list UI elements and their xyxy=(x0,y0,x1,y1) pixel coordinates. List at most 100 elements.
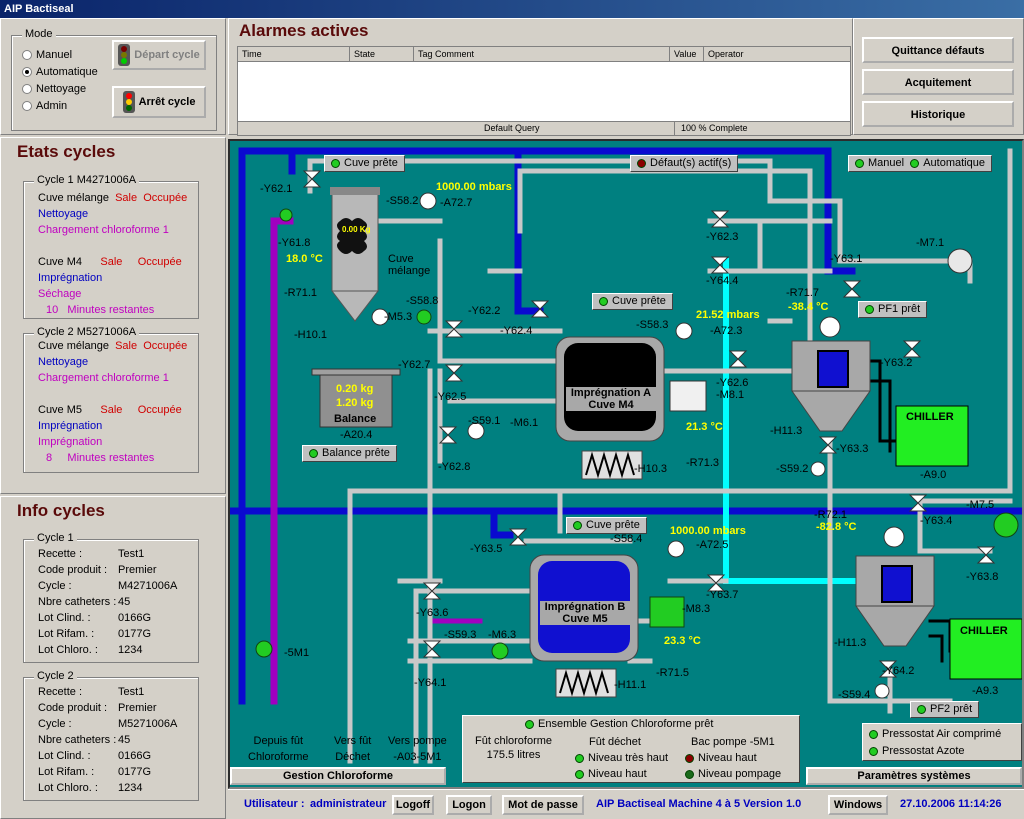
vers-fut-l2: Déchet xyxy=(335,751,371,763)
alarm-table[interactable]: Time State Tag Comment Value Operator De… xyxy=(237,46,851,136)
vers-fut-l1: Vers fût xyxy=(334,735,372,747)
instrument-tag: -Y63.8 xyxy=(966,571,999,583)
historique-button[interactable]: Historique xyxy=(862,101,1014,127)
mode-legend: Mode xyxy=(22,28,56,40)
etat-cycle1-content: Cuve mélange Sale Occupée Nettoyage Char… xyxy=(38,190,208,318)
c1-m4-occupee: Occupée xyxy=(137,256,182,268)
instrument-tag: -M7.5 xyxy=(966,499,995,511)
alarm-query: Default Query xyxy=(484,123,540,133)
c2-occupee: Occupée xyxy=(143,340,188,352)
col-operator[interactable]: Operator xyxy=(708,49,744,59)
impregnation-a-title: Imprégnation A xyxy=(570,387,652,399)
instrument-tag: -R71.3 xyxy=(686,457,720,469)
info-row: Lot Clind. : 0166G xyxy=(38,610,198,626)
instrument-tag: -Y64.4 xyxy=(706,275,739,287)
mode-radio-3[interactable]: Admin xyxy=(22,97,98,114)
instrument-tag: -M6.3 xyxy=(488,629,517,641)
logon-button[interactable]: Logon xyxy=(446,795,492,815)
instrument-tag: -5M1 xyxy=(284,647,310,659)
instrument-tag: -Y63.4 xyxy=(920,515,953,527)
info-row: Cycle :M5271006A xyxy=(38,716,198,732)
mode-radio-1[interactable]: Automatique xyxy=(22,63,98,80)
info-value: 0166G xyxy=(118,612,152,624)
instrument-tag: -Y62.1 xyxy=(260,183,293,195)
instrument-tag: -S59.1 xyxy=(468,415,501,427)
temp-r71-3: 21.3 °C xyxy=(686,421,723,433)
c1-minutes: 10 xyxy=(46,304,59,316)
c2-cuve-melange: Cuve mélange xyxy=(38,340,109,352)
depart-cycle-button[interactable]: Départ cycle xyxy=(112,40,206,70)
instrument-tag: -Y62.5 xyxy=(434,391,467,403)
c1-chargement: Chargement chloroforme 1 xyxy=(38,224,169,236)
info-row: Cycle :M4271006A xyxy=(38,578,198,594)
info-key: Recette : xyxy=(38,548,83,560)
arret-cycle-label: Arrêt cycle xyxy=(138,96,196,108)
gestion-chloroforme-button[interactable]: Gestion Chloroforme xyxy=(230,767,446,785)
mixing-tank xyxy=(330,187,380,322)
c1-occupee: Occupée xyxy=(143,192,188,204)
instrument-tag: -H11.3 xyxy=(770,425,803,437)
quittance-defauts-button[interactable]: Quittance défauts xyxy=(862,37,1014,63)
c1-m4-sale: Sale xyxy=(100,256,123,268)
c1-sechage: Séchage xyxy=(38,288,82,300)
etat-cycle2-legend: Cycle 2 M5271006A xyxy=(34,326,140,338)
instrument-tag: -A9.0 xyxy=(920,469,947,481)
temp-r71-5: 23.3 °C xyxy=(664,635,701,647)
info-cycle2-legend: Cycle 2 xyxy=(34,670,77,682)
info-value: Premier xyxy=(118,564,157,576)
c1-sale: Sale xyxy=(115,192,138,204)
mix-weight: 0.00 Kg xyxy=(342,225,371,234)
chiller-1-label: CHILLER xyxy=(906,411,954,423)
status-lamp-icon xyxy=(869,729,878,739)
status-lamp-icon xyxy=(525,719,534,729)
cuve-prete-label-3: Cuve prête xyxy=(586,519,640,531)
depart-cycle-label: Départ cycle xyxy=(134,49,200,61)
etat-cycle2-content: Cuve mélange Sale Occupée Nettoyage Char… xyxy=(38,338,208,466)
instrument-tag: -Y63.1 xyxy=(830,253,863,265)
logoff-button[interactable]: Logoff xyxy=(392,795,434,815)
acquitement-button[interactable]: Acquitement xyxy=(862,69,1014,95)
info-key: Lot Clind. : xyxy=(38,612,91,624)
c2-m5-sale: Sale xyxy=(100,404,123,416)
impregnation-b-title: Imprégnation B xyxy=(544,601,626,613)
arret-cycle-button[interactable]: Arrêt cycle xyxy=(112,86,206,118)
user-name: administrateur xyxy=(310,798,387,810)
pf2-indicator: PF2 prêt xyxy=(910,701,980,718)
col-time[interactable]: Time xyxy=(238,47,350,61)
mot-de-passe-button[interactable]: Mot de passe xyxy=(502,795,584,815)
cuve-prete-indicator-2: Cuve prête xyxy=(592,293,673,310)
c2-cuve-m5: Cuve M5 xyxy=(38,404,83,416)
balance-prete-label: Balance prête xyxy=(322,447,390,459)
instrument-tag: -Y62.2 xyxy=(468,305,501,317)
instrument-tag: -A72.3 xyxy=(710,325,743,337)
user-label: Utilisateur : xyxy=(244,798,305,810)
balance-value-1: 0.20 kg xyxy=(336,383,374,395)
etats-cycles-panel: Etats cycles Cycle 1 M4271006A Cuve méla… xyxy=(0,137,226,494)
info-key: Lot Rifam. : xyxy=(38,766,95,778)
balance-label: Balance xyxy=(334,413,377,425)
parametres-systemes-button[interactable]: Paramètres systèmes xyxy=(806,767,1022,785)
instrument-tag: -R71.1 xyxy=(284,287,318,299)
c2-impregnation: Imprégnation xyxy=(38,420,103,432)
instrument-tag: -Y63.5 xyxy=(470,543,503,555)
mode-radio-2[interactable]: Nettoyage xyxy=(22,80,98,97)
niveau-tres-haut-label: Niveau très haut xyxy=(588,752,669,764)
info-cycles-title: Info cycles xyxy=(17,501,105,520)
windows-button[interactable]: Windows xyxy=(828,795,888,815)
mode-option-label: Manuel xyxy=(36,48,73,61)
fut-chloroforme-value: 175.5 litres xyxy=(486,749,541,761)
gestion-chloroforme-box: Ensemble Gestion Chloroforme prêt Fût ch… xyxy=(462,715,800,783)
col-tag-comment[interactable]: Tag Comment xyxy=(414,47,670,61)
col-state[interactable]: State xyxy=(350,47,414,61)
instrument-tag: -Y63.3 xyxy=(836,443,869,455)
mode-radio-0[interactable]: Manuel xyxy=(22,46,98,63)
c2-m5-occupee: Occupée xyxy=(137,404,182,416)
instrument-tag: -S58.8 xyxy=(406,295,439,307)
instrument-tag: -Y63.2 xyxy=(880,357,913,369)
col-value[interactable]: Value xyxy=(670,47,704,61)
